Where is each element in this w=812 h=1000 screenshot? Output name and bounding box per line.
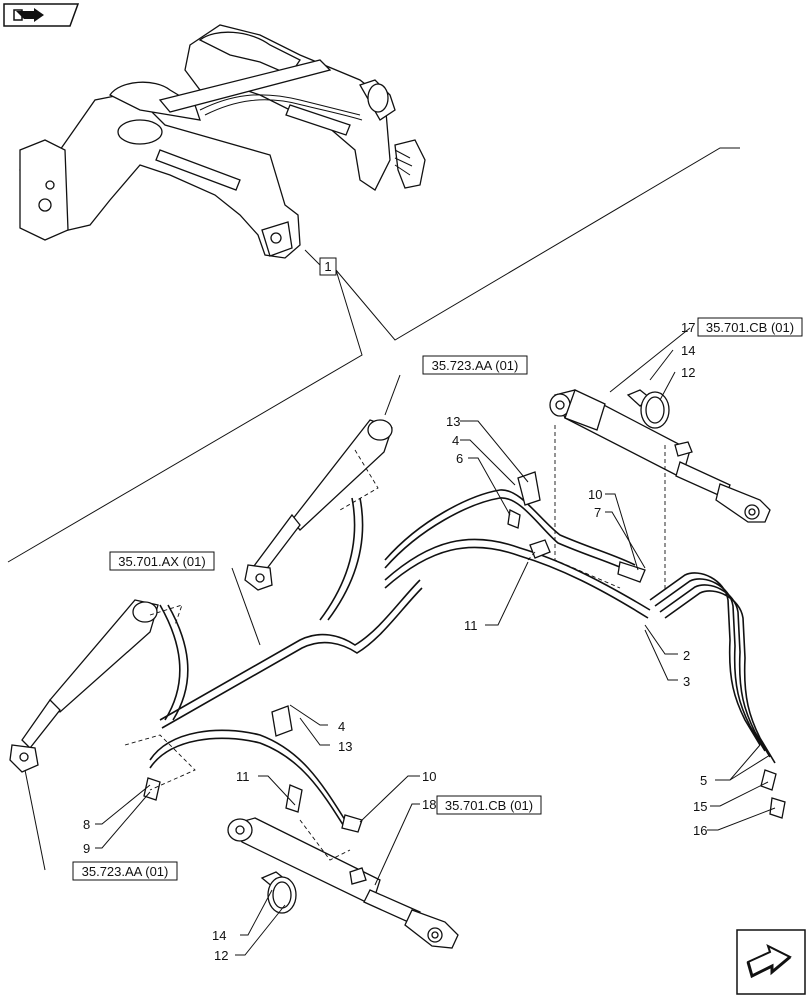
callout-15: 15 [693, 799, 707, 814]
callout-1: 1 [324, 259, 331, 274]
callout-2: 2 [683, 648, 690, 663]
ref-35-723-aa-bottom-text: 35.723.AA (01) [82, 864, 169, 879]
callout-9: 9 [83, 841, 90, 856]
frame-divider-lines [7, 147, 740, 563]
ref-35-701-cb-bottom-text: 35.701.CB (01) [445, 798, 533, 813]
callout-8: 8 [83, 817, 90, 832]
callout-12-bottom: 12 [214, 948, 228, 963]
cross-references: 35.701.CB (01) 35.723.AA (01) 35.701.AX … [72, 317, 803, 881]
bucket-cylinder-lower [9, 599, 159, 773]
pin-and-clip-top [626, 389, 670, 429]
dashed-leader-lines [124, 425, 666, 861]
ref-35-723-aa-top-text: 35.723.AA (01) [432, 358, 519, 373]
ref-35-701-ax-text: 35.701.AX (01) [118, 554, 205, 569]
next-page-arrow-icon[interactable] [736, 929, 806, 995]
callout-13-top: 13 [446, 414, 460, 429]
callout-10-bottom: 10 [422, 769, 436, 784]
callout-5: 5 [700, 773, 707, 788]
callout-3: 3 [683, 674, 690, 689]
ref-35-723-aa-top[interactable]: 35.723.AA (01) [422, 355, 528, 375]
ref-35-701-cb-top-text: 35.701.CB (01) [706, 320, 794, 335]
callout-13-mid: 13 [338, 739, 352, 754]
callout-12-top: 12 [681, 365, 695, 380]
callout-labels: 1 2 3 4 4 5 6 7 8 9 10 10 11 11 12 12 13… [83, 257, 707, 963]
callout-18: 18 [422, 797, 436, 812]
ref-35-701-ax[interactable]: 35.701.AX (01) [109, 551, 215, 571]
bucket-cylinder-upper [244, 419, 393, 591]
hydraulic-cylinder-17 [549, 389, 771, 523]
callout-11-top: 11 [464, 618, 478, 633]
book-arrow-icon[interactable] [3, 3, 80, 27]
callout-14-top: 14 [681, 343, 695, 358]
callout-11-bottom: 11 [236, 769, 250, 784]
ref-35-701-cb-top[interactable]: 35.701.CB (01) [697, 317, 803, 337]
ref-35-723-aa-bottom[interactable]: 35.723.AA (01) [72, 861, 178, 881]
callout-leaders [24, 249, 776, 956]
callout-7: 7 [594, 505, 601, 520]
callout-6: 6 [456, 451, 463, 466]
pin-and-clip-bottom [260, 871, 297, 914]
callout-10-top: 10 [588, 487, 602, 502]
hydraulic-cylinder-18 [227, 817, 459, 949]
ref-35-701-cb-bottom[interactable]: 35.701.CB (01) [436, 795, 542, 815]
callout-14-bottom: 14 [212, 928, 226, 943]
loader-frame-illustration [19, 24, 426, 259]
fittings [143, 471, 786, 833]
callout-17: 17 [681, 320, 695, 335]
hose-bundle [149, 489, 776, 829]
callout-4-mid: 4 [338, 719, 345, 734]
callout-16: 16 [693, 823, 707, 838]
callout-4-top: 4 [452, 433, 459, 448]
